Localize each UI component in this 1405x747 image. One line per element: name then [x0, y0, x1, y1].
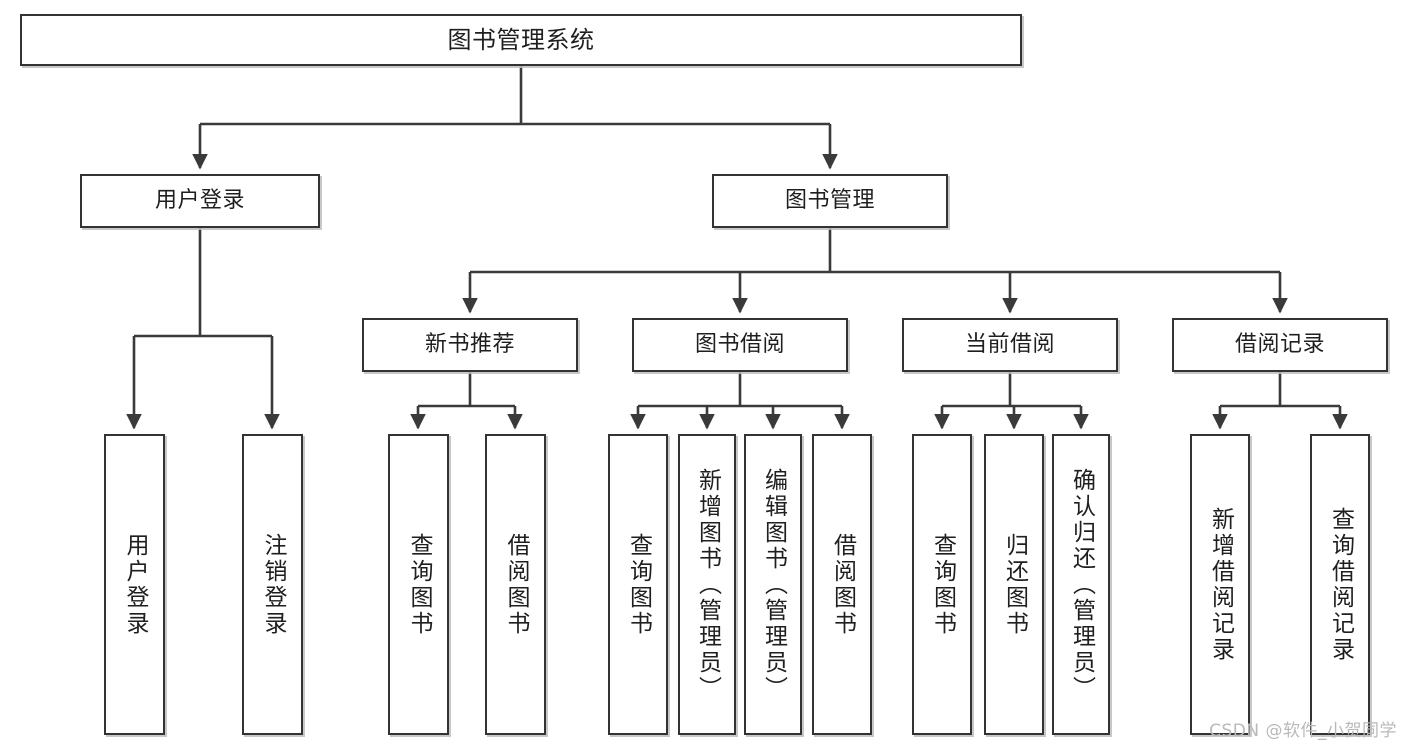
node-borrow-record[interactable]: 借阅记录	[1172, 318, 1388, 372]
node-current-borrow[interactable]: 当前借阅	[902, 318, 1118, 372]
node-leaf-logout[interactable]: 注销登录	[242, 434, 303, 735]
node-book-manage-label: 图书管理	[784, 188, 875, 214]
node-leaf-edit-book-admin[interactable]: 编辑图书（管理员）	[744, 434, 802, 735]
node-new-book-recommend-label: 新书推荐	[424, 332, 515, 358]
edges-root-to-level1	[192, 66, 838, 170]
edges-userlogin-to-leaves	[126, 228, 280, 430]
node-leaf-add-borrow-record[interactable]: 新增借阅记录	[1190, 434, 1250, 735]
edges-currentborrow-to-leaves	[934, 372, 1089, 430]
edges-borrowrecord-to-leaves	[1212, 372, 1348, 430]
node-root[interactable]: 图书管理系统	[20, 14, 1022, 66]
node-book-borrow-label: 图书借阅	[694, 332, 785, 358]
node-leaf-edit-book-admin-label: 编辑图书（管理员）	[760, 467, 787, 702]
node-leaf-return-book[interactable]: 归还图书	[984, 434, 1044, 735]
node-leaf-query-book-3-label: 查询图书	[929, 532, 956, 637]
node-leaf-query-book-2[interactable]: 查询图书	[608, 434, 668, 735]
node-leaf-query-book-1[interactable]: 查询图书	[388, 434, 449, 735]
node-leaf-query-borrow-record-label: 查询借阅记录	[1327, 506, 1354, 663]
edges-newbook-to-leaves	[410, 372, 523, 430]
node-leaf-logout-label: 注销登录	[260, 532, 286, 637]
node-leaf-borrow-book-2-label: 借阅图书	[829, 532, 856, 637]
edges-bookborrow-to-leaves	[630, 372, 850, 430]
node-leaf-confirm-return-admin[interactable]: 确认归还（管理员）	[1052, 434, 1110, 735]
node-current-borrow-label: 当前借阅	[964, 332, 1055, 358]
node-leaf-add-borrow-record-label: 新增借阅记录	[1207, 506, 1234, 663]
node-new-book-recommend[interactable]: 新书推荐	[362, 318, 578, 372]
node-book-borrow[interactable]: 图书借阅	[632, 318, 848, 372]
node-leaf-borrow-book-1-label: 借阅图书	[503, 532, 529, 637]
node-leaf-query-book-3[interactable]: 查询图书	[912, 434, 972, 735]
node-book-manage[interactable]: 图书管理	[712, 174, 948, 228]
node-leaf-borrow-book-1[interactable]: 借阅图书	[485, 434, 546, 735]
node-root-label: 图书管理系统	[447, 25, 595, 54]
edges-bookmanage-to-level2	[462, 228, 1288, 314]
node-leaf-borrow-book-2[interactable]: 借阅图书	[812, 434, 872, 735]
node-leaf-confirm-return-admin-label: 确认归还（管理员）	[1068, 467, 1095, 702]
node-user-login-label: 用户登录	[154, 188, 245, 214]
node-leaf-add-book-admin-label: 新增图书（管理员）	[694, 467, 721, 702]
node-leaf-query-book-1-label: 查询图书	[406, 532, 432, 637]
node-user-login[interactable]: 用户登录	[80, 174, 320, 228]
node-leaf-user-login[interactable]: 用户登录	[104, 434, 165, 735]
node-leaf-query-book-2-label: 查询图书	[625, 532, 652, 637]
node-leaf-return-book-label: 归还图书	[1001, 532, 1028, 637]
node-borrow-record-label: 借阅记录	[1234, 332, 1325, 358]
node-leaf-add-book-admin[interactable]: 新增图书（管理员）	[678, 434, 736, 735]
node-leaf-query-borrow-record[interactable]: 查询借阅记录	[1310, 434, 1370, 735]
node-leaf-user-login-label: 用户登录	[122, 532, 148, 637]
